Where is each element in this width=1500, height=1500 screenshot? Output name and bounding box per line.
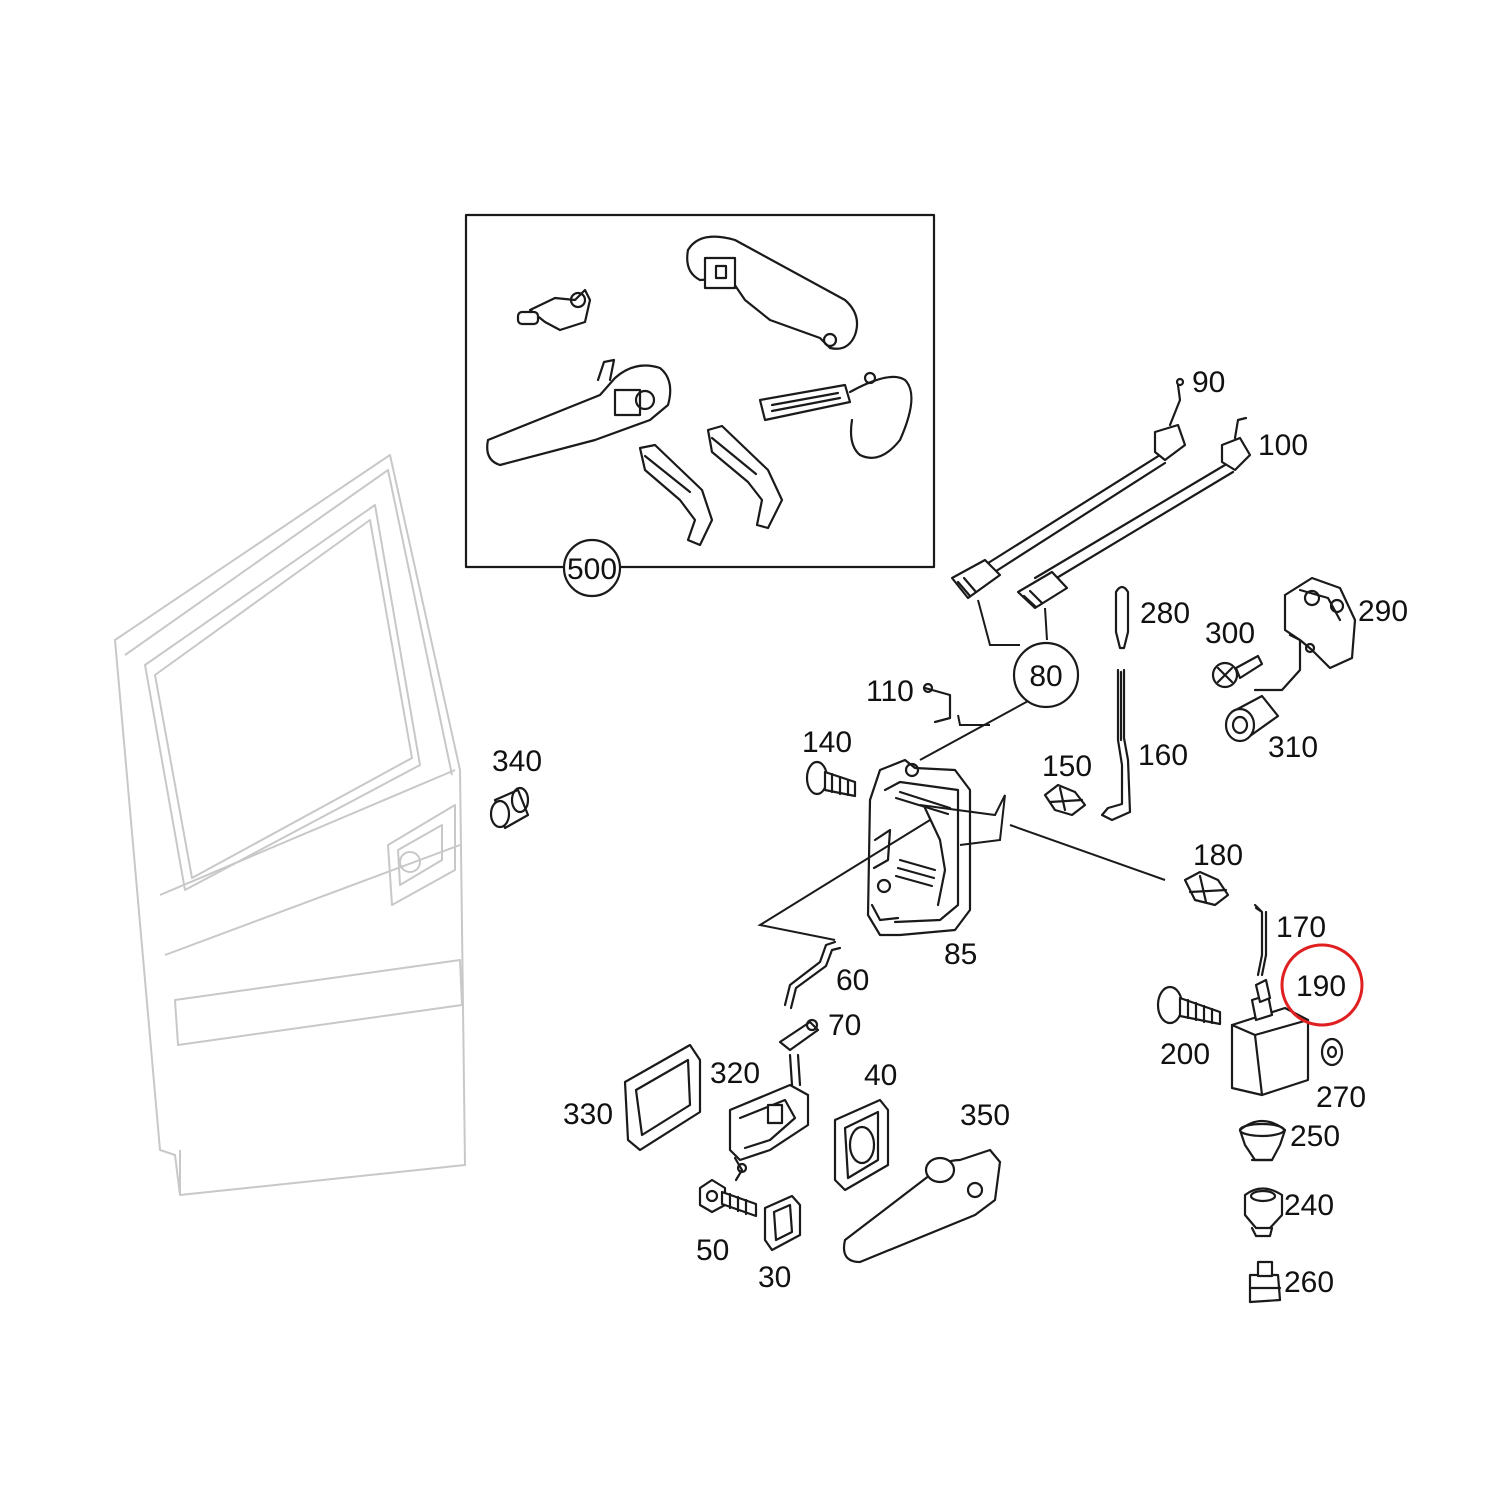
part-label-110[interactable]: 110 — [866, 675, 914, 708]
kit-key-left — [638, 443, 714, 547]
part-label-320[interactable]: 320 — [710, 1057, 760, 1090]
part-label-70[interactable]: 70 — [828, 1009, 861, 1042]
screw-300 — [1211, 654, 1264, 689]
part-label-330[interactable]: 330 — [563, 1098, 613, 1131]
striker-bracket-290 — [1253, 576, 1357, 692]
washer-270 — [1320, 1037, 1344, 1067]
part-label-300[interactable]: 300 — [1205, 617, 1255, 650]
part-label-60[interactable]: 60 — [836, 964, 869, 997]
leader-lines — [757, 699, 1166, 941]
inner-handle-mechanism-320 — [728, 1053, 810, 1182]
clip-70 — [778, 1018, 820, 1052]
bush-310 — [1224, 694, 1280, 743]
rod-160 — [1100, 668, 1132, 822]
outer-handle-350 — [842, 1148, 1002, 1264]
screw-50 — [698, 1178, 758, 1218]
part-label-340[interactable]: 340 — [492, 745, 542, 778]
part-label-90[interactable]: 90 — [1192, 366, 1225, 399]
rod-60 — [783, 940, 842, 1010]
door-outline — [114, 454, 466, 1196]
rod-280 — [1114, 585, 1130, 650]
part-label-30[interactable]: 30 — [758, 1261, 791, 1294]
actuator-190 — [1230, 978, 1310, 1097]
highlight-ring-190 — [1280, 943, 1364, 1027]
grommet-250 — [1238, 1119, 1287, 1162]
kit-outer-handle-upper — [686, 235, 859, 350]
kit-key-right — [706, 424, 784, 530]
part-label-270[interactable]: 270 — [1316, 1081, 1366, 1114]
part-label-280[interactable]: 280 — [1140, 597, 1190, 630]
clip-180 — [1183, 870, 1230, 907]
bezel-40 — [833, 1098, 890, 1192]
part-label-240[interactable]: 240 — [1284, 1189, 1334, 1222]
cap-30 — [763, 1194, 802, 1252]
screw-140 — [805, 760, 857, 798]
part-label-250[interactable]: 250 — [1290, 1120, 1340, 1153]
part-label-310[interactable]: 310 — [1268, 731, 1318, 764]
part-label-40[interactable]: 40 — [864, 1059, 897, 1092]
callout-500[interactable]: 500 — [562, 538, 622, 598]
part-label-290[interactable]: 290 — [1358, 595, 1408, 628]
part-label-100[interactable]: 100 — [1258, 429, 1308, 462]
callout-label-80: 80 — [1029, 660, 1062, 693]
kit-key-with-ring — [758, 371, 913, 459]
part-label-85[interactable]: 85 — [944, 938, 977, 971]
kit-lock-cylinder — [516, 288, 592, 332]
part-label-200[interactable]: 200 — [1160, 1038, 1210, 1071]
bezel-330 — [623, 1043, 702, 1152]
clip-110 — [922, 682, 990, 726]
part-label-140[interactable]: 140 — [802, 726, 852, 759]
part-label-180[interactable]: 180 — [1193, 839, 1243, 872]
screw-200 — [1156, 985, 1222, 1026]
part-label-350[interactable]: 350 — [960, 1099, 1010, 1132]
bowden-cables — [950, 377, 1252, 646]
lock-body-85 — [866, 758, 972, 937]
repair-kit-box — [464, 213, 936, 569]
rod-170 — [1253, 903, 1268, 977]
spacer-340 — [489, 786, 530, 830]
grommet-240 — [1243, 1187, 1284, 1238]
part-label-150[interactable]: 150 — [1042, 750, 1092, 783]
part-label-260[interactable]: 260 — [1284, 1266, 1334, 1299]
part-label-160[interactable]: 160 — [1138, 739, 1188, 772]
cap-260 — [1248, 1260, 1282, 1304]
part-label-170[interactable]: 170 — [1276, 911, 1326, 944]
kit-inner-handle — [486, 358, 672, 467]
callout-label-500: 500 — [567, 553, 617, 586]
part-label-190[interactable]: 190 — [1296, 970, 1346, 1003]
part-label-50[interactable]: 50 — [696, 1234, 729, 1267]
callout-80[interactable]: 80 — [1012, 641, 1080, 709]
clip-150 — [1043, 783, 1087, 817]
